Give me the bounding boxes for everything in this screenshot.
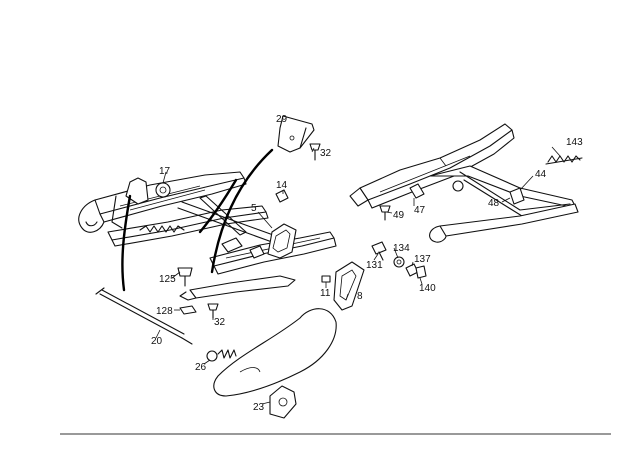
label-29: 29	[276, 114, 288, 125]
spring-26	[206, 349, 237, 362]
label-11: 11	[320, 288, 331, 299]
assembly-arrows	[121, 148, 274, 292]
label-5: 5	[251, 203, 257, 214]
label-32-top: 32	[320, 148, 332, 159]
label-49: 49	[393, 210, 405, 221]
leader-lines	[155, 146, 561, 405]
label-20: 20	[151, 336, 163, 347]
label-134: 134	[393, 243, 410, 254]
seat-side-cover	[213, 308, 337, 397]
label-131: 131	[366, 260, 383, 271]
bracket-29	[277, 115, 315, 153]
knob-23	[269, 385, 297, 419]
label-44: 44	[535, 169, 547, 180]
label-125: 125	[159, 274, 176, 285]
rod-20	[95, 287, 193, 345]
right-seat-rail-assembly	[349, 123, 583, 243]
label-26: 26	[195, 362, 207, 373]
label-23: 23	[253, 402, 265, 413]
label-143: 143	[566, 137, 583, 148]
handle-8	[333, 261, 365, 311]
label-48: 48	[488, 198, 500, 209]
left-seat-rail-assembly	[78, 171, 337, 301]
label-17: 17	[159, 166, 171, 177]
bolt-32-top	[309, 143, 321, 161]
label-32-bottom: 32	[214, 317, 226, 328]
fasteners	[177, 205, 427, 319]
part-labels: 143 44 29 32 17 14 5 49 47 48 134 131 13…	[151, 114, 583, 413]
label-14: 14	[276, 180, 288, 191]
label-8: 8	[357, 291, 363, 302]
label-140: 140	[419, 283, 436, 294]
label-137: 137	[414, 254, 431, 265]
label-47: 47	[414, 205, 426, 216]
label-128: 128	[156, 306, 173, 317]
